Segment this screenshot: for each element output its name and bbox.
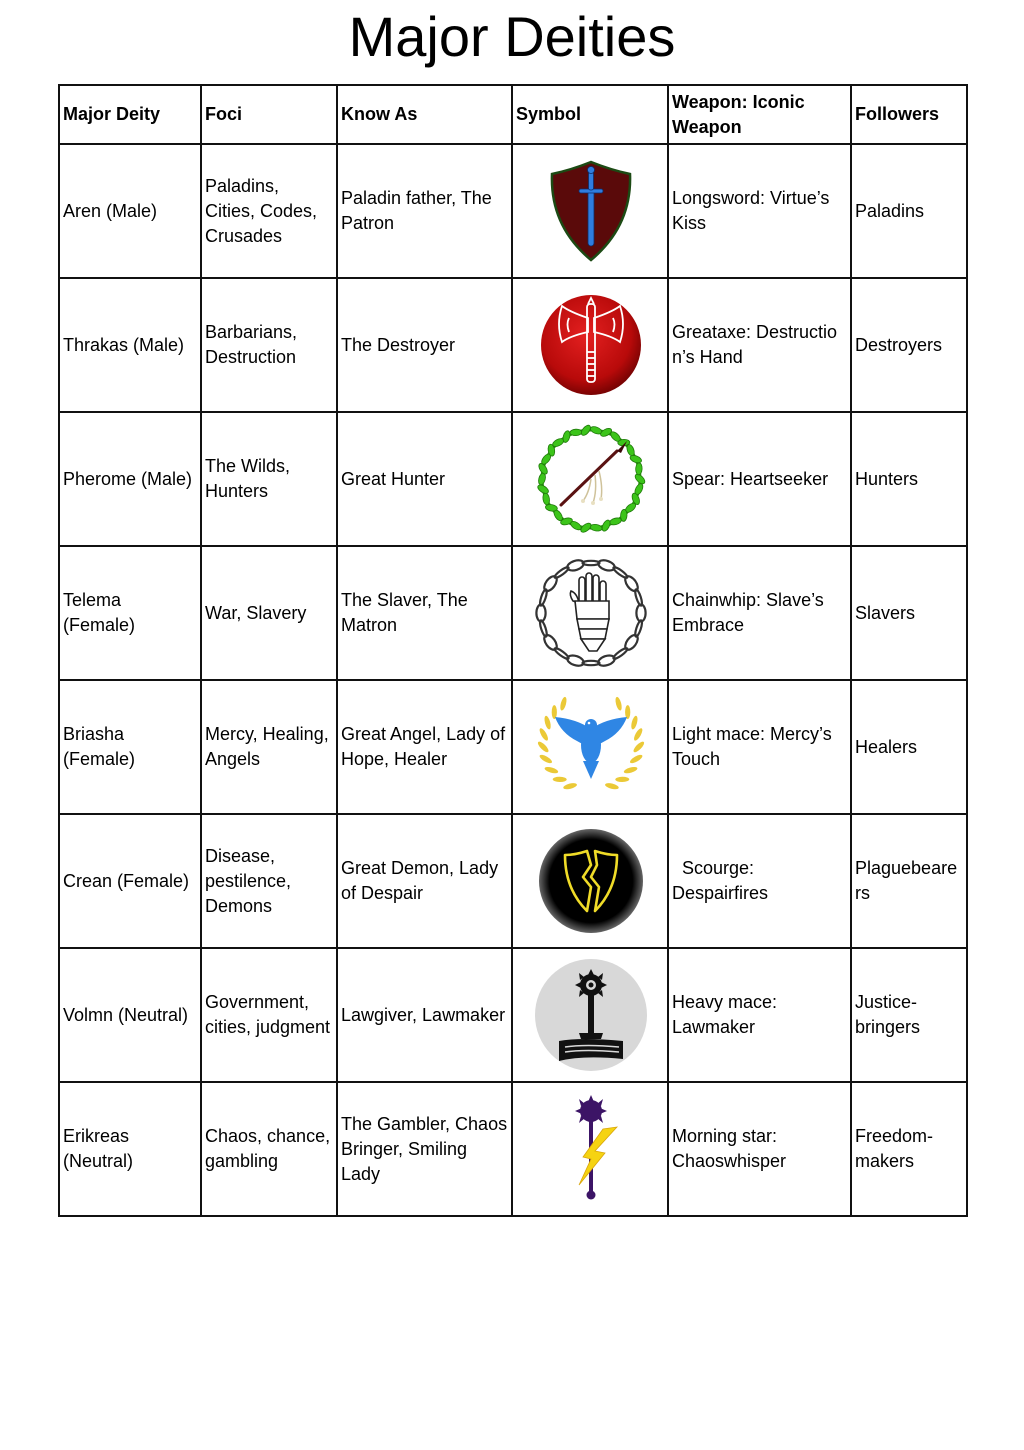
table-row: Volmn (Neutral) Government, cities, judg… xyxy=(58,947,968,1083)
broken-shield-icon xyxy=(538,829,643,933)
table-header-row: Major Deity Foci Know As Symbol Weapon: … xyxy=(58,84,968,145)
header-foci: Foci xyxy=(200,84,338,145)
deity-known-as: The Slaver, The Matron xyxy=(336,545,513,681)
morningstar-lightning-icon xyxy=(574,1095,618,1200)
table-row: Telema (Female) War, Slavery The Slaver,… xyxy=(58,545,968,681)
deity-name: Crean (Female) xyxy=(58,813,202,949)
deity-symbol xyxy=(511,679,669,815)
deity-followers: Healers xyxy=(850,679,968,815)
deity-known-as: Great Hunter xyxy=(336,411,513,547)
deity-name: Erikreas (Neutral) xyxy=(58,1081,202,1217)
deity-weapon: Heavy mace: Lawmaker xyxy=(667,947,852,1083)
deity-symbol xyxy=(511,411,669,547)
deity-weapon: Chainwhip: Slave’s Embrace xyxy=(667,545,852,681)
table-row: Pherome (Male) The Wilds, Hunters Great … xyxy=(58,411,968,547)
deity-symbol xyxy=(511,545,669,681)
deity-followers: Plaguebeare rs xyxy=(850,813,968,949)
chain-gauntlet-icon xyxy=(534,559,647,667)
table-row: Aren (Male) Paladins, Cities, Codes, Cru… xyxy=(58,143,968,279)
deity-foci: Chaos, chance, gambling xyxy=(200,1081,338,1217)
deity-symbol xyxy=(511,143,669,279)
deity-name: Telema (Female) xyxy=(58,545,202,681)
shield-sword-icon xyxy=(550,160,631,262)
deity-foci: Mercy, Healing, Angels xyxy=(200,679,338,815)
deity-followers: Freedom-makers xyxy=(850,1081,968,1217)
deity-symbol xyxy=(511,1081,669,1217)
header-major-deity: Major Deity xyxy=(58,84,202,145)
deity-known-as: Great Angel, Lady of Hope, Healer xyxy=(336,679,513,815)
header-weapon: Weapon: Iconic Weapon xyxy=(667,84,852,145)
deity-weapon: Spear: Heartseeker xyxy=(667,411,852,547)
table-row: Crean (Female) Disease, pestilence, Demo… xyxy=(58,813,968,949)
deity-name: Aren (Male) xyxy=(58,143,202,279)
table-row: Briasha (Female) Mercy, Healing, Angels … xyxy=(58,679,968,815)
leaf-wreath-spear-icon xyxy=(536,424,645,533)
deity-weapon: Light mace: Mercy’s Touch xyxy=(667,679,852,815)
header-followers: Followers xyxy=(850,84,968,145)
dove-laurel-icon xyxy=(537,696,644,790)
deity-symbol xyxy=(511,277,669,413)
deity-foci: War, Slavery xyxy=(200,545,338,681)
header-symbol: Symbol xyxy=(511,84,669,145)
deity-symbol xyxy=(511,813,669,949)
deity-name: Thrakas (Male) xyxy=(58,277,202,413)
deity-known-as: Great Demon, Lady of Despair xyxy=(336,813,513,949)
table-row: Thrakas (Male) Barbarians, Destruction T… xyxy=(58,277,968,413)
deity-weapon: Morning star: Chaoswhisper xyxy=(667,1081,852,1217)
deity-known-as: The Destroyer xyxy=(336,277,513,413)
deity-weapon: Scourge: Despairfires xyxy=(667,813,852,949)
mace-book-icon xyxy=(534,959,647,1071)
deity-name: Pherome (Male) xyxy=(58,411,202,547)
deity-name: Volmn (Neutral) xyxy=(58,947,202,1083)
deity-known-as: Paladin father, The Patron xyxy=(336,143,513,279)
deity-followers: Paladins xyxy=(850,143,968,279)
deity-foci: Disease, pestilence, Demons xyxy=(200,813,338,949)
header-known-as: Know As xyxy=(336,84,513,145)
deity-followers: Destroyers xyxy=(850,277,968,413)
deities-table: Major Deity Foci Know As Symbol Weapon: … xyxy=(58,84,968,1217)
deity-weapon: Longsword: Virtue’s Kiss xyxy=(667,143,852,279)
deity-symbol xyxy=(511,947,669,1083)
deity-known-as: The Gambler, Chaos Bringer, Smiling Lady xyxy=(336,1081,513,1217)
deity-foci: Barbarians, Destruction xyxy=(200,277,338,413)
deity-foci: Government, cities, judgment xyxy=(200,947,338,1083)
deity-foci: Paladins, Cities, Codes, Crusades xyxy=(200,143,338,279)
deity-followers: Justice-bringers xyxy=(850,947,968,1083)
deity-known-as: Lawgiver, Lawmaker xyxy=(336,947,513,1083)
page-title: Major Deities xyxy=(348,5,676,68)
deity-followers: Slavers xyxy=(850,545,968,681)
deity-name: Briasha (Female) xyxy=(58,679,202,815)
deity-foci: The Wilds, Hunters xyxy=(200,411,338,547)
deity-followers: Hunters xyxy=(850,411,968,547)
red-axe-icon xyxy=(540,295,641,395)
table-row: Erikreas (Neutral) Chaos, chance, gambli… xyxy=(58,1081,968,1217)
deity-weapon: Greataxe: Destructio n’s Hand xyxy=(667,277,852,413)
